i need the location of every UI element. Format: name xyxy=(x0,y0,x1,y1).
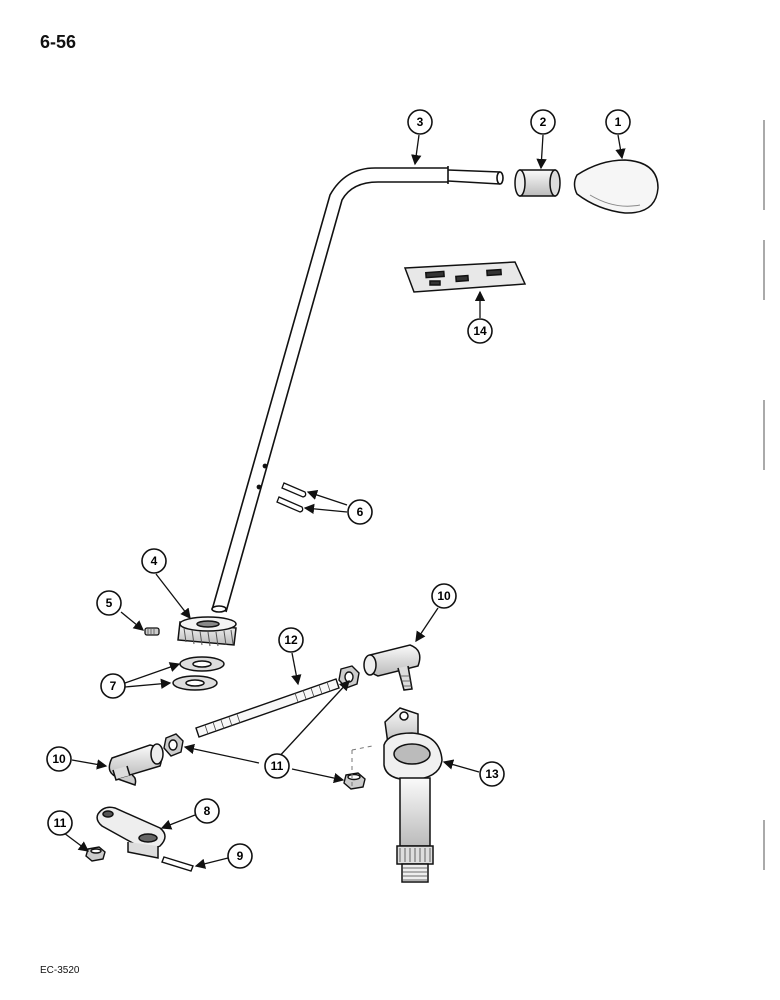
part-11-nuts xyxy=(85,665,366,862)
callout-10-right: 10 xyxy=(431,583,457,609)
part-14-shift-pattern-decal xyxy=(403,261,527,293)
part-6-pins xyxy=(276,482,307,513)
svg-text:10: 10 xyxy=(52,752,66,766)
part-9-pin xyxy=(161,856,194,872)
callout-13: 13 xyxy=(479,761,505,787)
svg-text:12: 12 xyxy=(284,633,298,647)
svg-text:7: 7 xyxy=(110,679,117,693)
svg-text:5: 5 xyxy=(106,596,113,610)
svg-text:13: 13 xyxy=(485,767,499,781)
callout-4: 4 xyxy=(141,548,167,574)
part-13-lever-shaft xyxy=(351,707,443,883)
svg-text:11: 11 xyxy=(271,759,284,773)
callout-8: 8 xyxy=(194,798,220,824)
part-8-bracket-lever xyxy=(96,806,166,859)
svg-text:8: 8 xyxy=(204,804,211,818)
callout-11-left: 11 xyxy=(47,810,73,836)
callout-2: 2 xyxy=(530,109,556,135)
svg-text:6: 6 xyxy=(357,505,364,519)
part-10-ball-joint-left xyxy=(108,743,164,786)
part-4-knurled-nut xyxy=(177,616,237,647)
svg-text:4: 4 xyxy=(151,554,158,568)
callout-10-left: 10 xyxy=(46,746,72,772)
callout-12: 12 xyxy=(278,627,304,653)
svg-text:11: 11 xyxy=(54,816,67,830)
nut-on-rod-right xyxy=(338,665,360,689)
svg-text:14: 14 xyxy=(473,324,487,338)
part-3-shift-lever xyxy=(211,166,504,613)
part-12-threaded-rod xyxy=(195,678,340,738)
nut-on-rod-left xyxy=(163,733,184,757)
part-1-knob xyxy=(573,159,659,214)
callout-3: 3 xyxy=(407,109,433,135)
svg-text:3: 3 xyxy=(417,115,424,129)
callout-5: 5 xyxy=(96,590,122,616)
nut-loose-center xyxy=(343,772,366,790)
callout-14: 14 xyxy=(467,318,493,344)
document-code: EC-3520 xyxy=(40,965,80,976)
callout-11-center: 11 xyxy=(264,753,290,779)
part-10-ball-joint-right xyxy=(363,644,421,691)
leader-lines xyxy=(63,134,626,869)
svg-text:9: 9 xyxy=(237,849,244,863)
part-2-sleeve xyxy=(514,169,561,197)
page-number: 6-56 xyxy=(40,32,77,52)
nut-loose-left xyxy=(85,846,106,862)
callout-7: 7 xyxy=(100,673,126,699)
svg-text:10: 10 xyxy=(437,589,451,603)
part-7-washers xyxy=(172,656,225,691)
callout-9: 9 xyxy=(227,843,253,869)
svg-text:1: 1 xyxy=(615,115,622,129)
svg-text:2: 2 xyxy=(540,115,547,129)
callout-1: 1 xyxy=(605,109,631,135)
part-5-set-screw xyxy=(144,627,160,636)
callout-6: 6 xyxy=(347,499,373,525)
